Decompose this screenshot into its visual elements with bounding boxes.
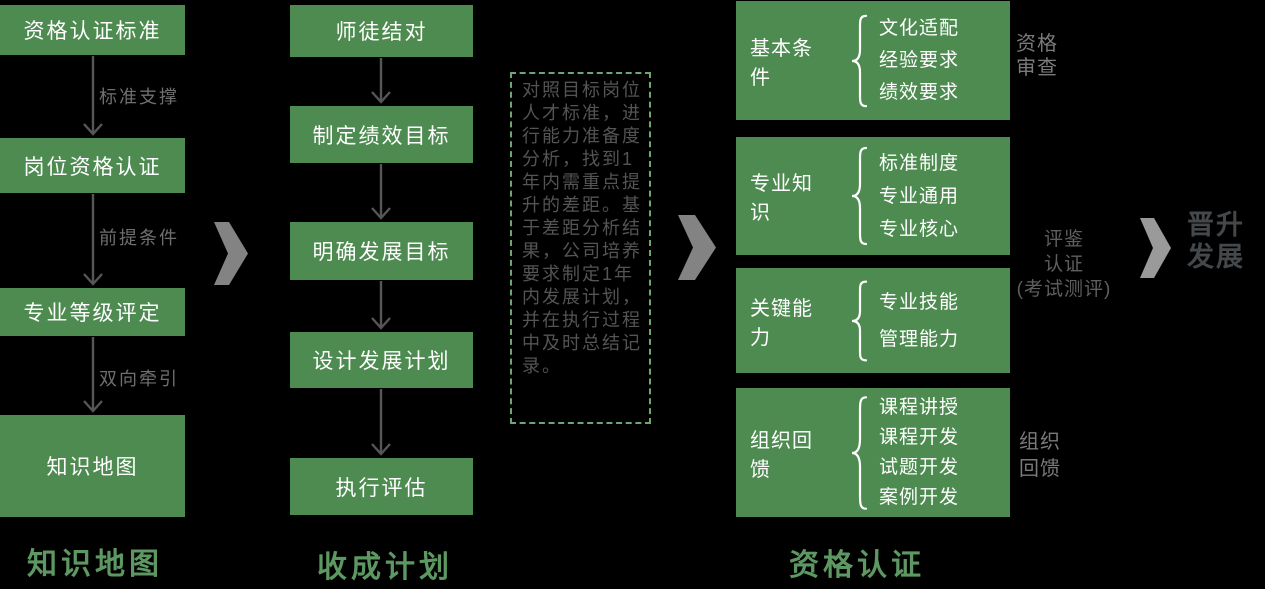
box-set-performance-goals: 制定绩效目标 [290, 106, 473, 163]
note-box: 对照目标岗位人才标准，进行能力准备度分析，找到1年内需重点提升的差距。基于差距分… [510, 72, 651, 424]
group-org-feedback: 组织回馈 课程讲授 课程开发 试题开发 案例开发 [736, 388, 1010, 517]
down-arrow-icon [83, 194, 103, 286]
group-item: 专业技能 [879, 291, 960, 313]
group-item: 专业核心 [879, 218, 960, 240]
box-mentor-pairing: 师徒结对 [290, 5, 473, 57]
group-basic-conditions: 基本条件 文化适配 经验要求 绩效要求 [736, 1, 1010, 120]
chevron-right-icon [1140, 218, 1171, 278]
group-item: 文化适配 [879, 17, 960, 39]
group-item: 绩效要求 [879, 81, 960, 103]
chevron-right-icon [678, 215, 716, 280]
brace-icon [850, 395, 870, 511]
down-arrow-icon [371, 164, 391, 220]
group-item: 课程开发 [879, 426, 960, 448]
box-professional-grade: 专业等级评定 [0, 288, 185, 336]
group-item: 案例开发 [879, 486, 960, 508]
arrow-label-precondition: 前提条件 [99, 228, 179, 248]
side-label-org-feedback: 组织 回馈 [1019, 431, 1061, 480]
box-clarify-development-goals: 明确发展目标 [290, 222, 473, 280]
group-item: 标准制度 [879, 152, 960, 174]
group-label: 专业知识 [750, 173, 813, 224]
box-execution-evaluation: 执行评估 [290, 458, 473, 515]
box-position-qualification: 岗位资格认证 [0, 138, 185, 193]
brace-icon [850, 14, 870, 108]
group-item: 专业通用 [879, 185, 960, 207]
group-label: 组织回馈 [750, 429, 813, 481]
down-arrow-icon [83, 56, 103, 136]
down-arrow-icon [371, 58, 391, 104]
brace-icon [850, 146, 870, 246]
box-knowledge-map: 知识地图 [0, 415, 185, 517]
box-qualification-standard: 资格认证标准 [0, 5, 185, 55]
box-design-development-plan: 设计发展计划 [290, 332, 473, 388]
group-key-abilities: 关键能力 专业技能 管理能力 [736, 268, 1010, 373]
down-arrow-icon [371, 281, 391, 330]
side-label-assessment-certification: 评鉴 认证 (考试测评) [1016, 229, 1112, 300]
arrow-label-two-way-traction: 双向牵引 [99, 369, 179, 389]
brace-icon [850, 280, 870, 362]
outcome-promotion-development: 晋升 发展 [1187, 210, 1245, 272]
group-label: 关键能力 [750, 297, 813, 349]
group-item: 课程讲授 [879, 396, 960, 418]
footer-harvest-plan: 收成计划 [317, 551, 453, 584]
footer-knowledge-map: 知识地图 [27, 548, 163, 581]
group-item: 试题开发 [879, 456, 960, 478]
side-label-qualification-review: 资格 审查 [1016, 33, 1058, 79]
footer-qualification-certification: 资格认证 [789, 549, 925, 582]
down-arrow-icon [371, 389, 391, 456]
arrow-label-standard-support: 标准支撑 [99, 87, 179, 107]
group-professional-knowledge: 专业知识 标准制度 专业通用 专业核心 [736, 137, 1010, 255]
group-item: 经验要求 [879, 49, 960, 71]
down-arrow-icon [83, 337, 103, 413]
chevron-right-icon [214, 222, 248, 285]
group-item: 管理能力 [879, 328, 960, 350]
group-label: 基本条件 [750, 37, 813, 89]
